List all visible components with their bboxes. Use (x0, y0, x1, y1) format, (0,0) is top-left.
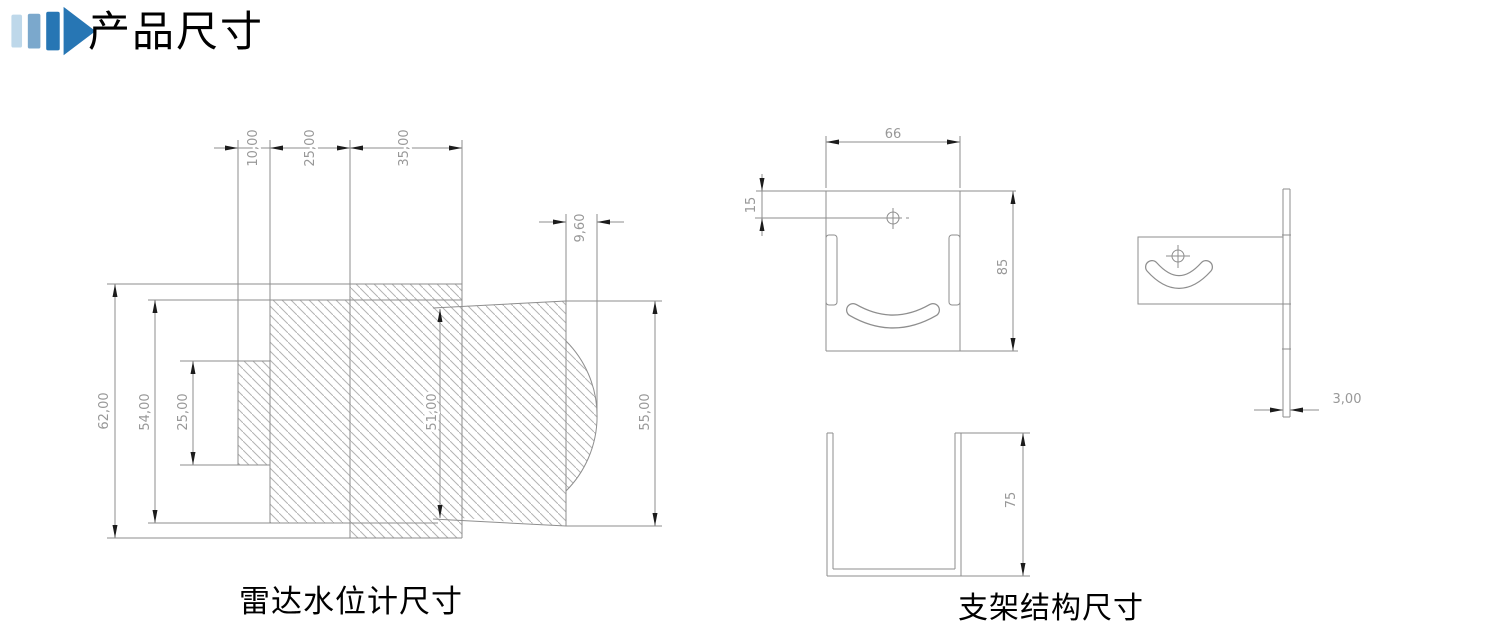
right-slot (948, 234, 961, 306)
dim-height-flange: 54,00 (138, 393, 153, 430)
dim-plate-thickness: 3,00 (1333, 392, 1362, 407)
dim-top-flange: 25,00 (303, 129, 318, 166)
radar-gauge-drawing: 10,00 25,00 35,00 9,60 62,00 54,00 25,00… (95, 127, 662, 539)
icon-bar-mid (27, 13, 41, 49)
gauge-body-section (350, 284, 462, 538)
dim-height-horn: 55,00 (638, 393, 653, 430)
gauge-step-section (238, 361, 270, 465)
header: 产品尺寸 (0, 0, 1498, 66)
icon-bar-light (11, 14, 23, 48)
dim-lens-width: 9,60 (573, 214, 588, 243)
dim-bracket-height: 85 (996, 259, 1011, 276)
page-title: 产品尺寸 (88, 7, 265, 56)
title-arrow-icon (11, 6, 96, 56)
lens-arc (565, 340, 598, 492)
gauge-flange-section (270, 300, 350, 523)
dim-hole-offset: 15 (744, 197, 759, 214)
dim-top-step: 10,00 (246, 129, 261, 166)
caption-radar-gauge: 雷达水位计尺寸 (239, 584, 463, 620)
icon-triangle (63, 6, 96, 56)
icon-bar-dark (46, 11, 60, 51)
dim-height-total: 62,00 (97, 392, 112, 429)
dim-height-throat: 51,00 (425, 393, 440, 430)
left-slot (825, 234, 838, 306)
bracket-side-view: 3,00 (1137, 188, 1364, 418)
dim-top-body: 35,00 (397, 129, 412, 166)
dim-bracket-depth: 75 (1004, 492, 1019, 509)
bracket-top-view: 75 (826, 432, 1030, 577)
dim-height-step: 25,00 (176, 393, 191, 430)
caption-bracket-structure: 支架结构尺寸 (958, 591, 1144, 626)
bracket-front-view: 66 15 85 (742, 125, 1018, 352)
dim-bracket-width: 66 (885, 127, 902, 142)
plate-joint-ticks (1282, 234, 1291, 350)
gauge-horn-section (462, 301, 598, 526)
